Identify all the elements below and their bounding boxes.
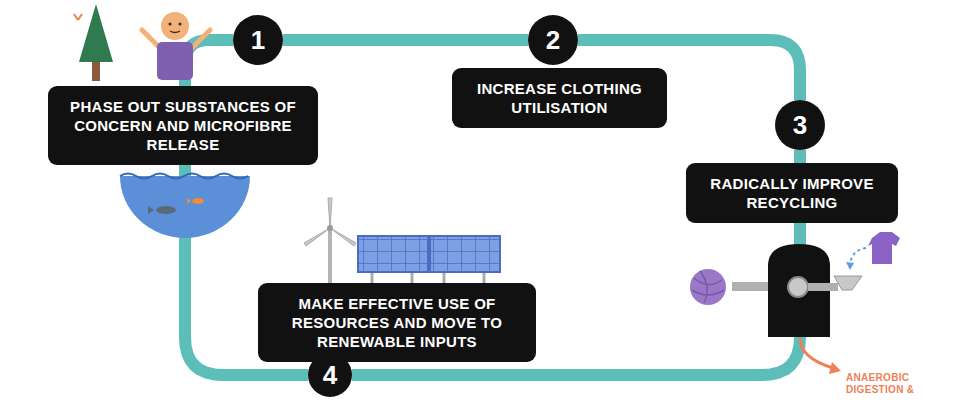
step-number: 3 (793, 112, 807, 138)
solar-panels (358, 236, 500, 288)
step-box: INCREASE CLOTHING UTILISATION (452, 68, 667, 128)
water-bowl (120, 174, 250, 238)
step-text: MAKE EFFECTIVE USE OF RESOURCES AND MOVE… (270, 294, 524, 351)
recycling-machine (690, 232, 900, 374)
step-number: 2 (546, 27, 560, 53)
step-number-circle: 3 (775, 100, 825, 150)
wind-turbine (304, 198, 356, 287)
step-text: PHASE OUT SUBSTANCES OF CONCERN AND MICR… (60, 97, 306, 154)
step-box: MAKE EFFECTIVE USE OF RESOURCES AND MOVE… (258, 283, 536, 362)
step-number-circle: 2 (528, 15, 578, 65)
step-box: PHASE OUT SUBSTANCES OF CONCERN AND MICR… (48, 86, 318, 165)
loop-segment (283, 34, 528, 46)
step-number: 4 (323, 362, 337, 388)
side-note: ANAEROBIC DIGESTION & (846, 372, 938, 396)
tree (74, 4, 113, 81)
step-number-circle: 1 (233, 15, 283, 65)
step-text: RADICALLY IMPROVE RECYCLING (698, 174, 886, 212)
step-number: 1 (251, 27, 265, 53)
step-number-circle: 4 (308, 353, 352, 397)
step-text: INCREASE CLOTHING UTILISATION (464, 79, 655, 117)
person (142, 12, 210, 80)
step-box: RADICALLY IMPROVE RECYCLING (686, 163, 898, 223)
